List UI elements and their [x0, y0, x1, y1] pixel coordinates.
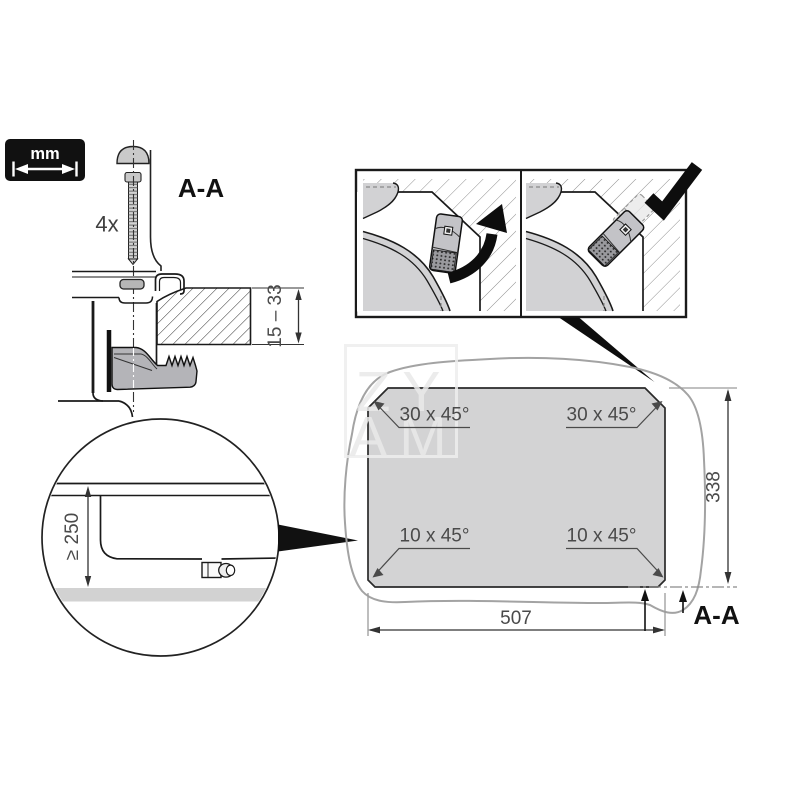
detail-pointer-arrow-icon — [278, 524, 358, 552]
double-arrow-icon — [12, 161, 78, 177]
worktop-outline — [343, 356, 706, 614]
shelf-strip — [43, 588, 278, 602]
fastening-clamp-section — [106, 330, 198, 392]
dimension-width: 507 — [367, 593, 666, 636]
chamfer-label-top-right: 30 x 45° — [567, 405, 637, 426]
step-panel-2 — [521, 182, 655, 312]
scale-unit-label: mm — [30, 145, 59, 163]
min-depth-value: ≥ 250 — [62, 513, 83, 560]
cutout-drawing: ZY AM 30 x 45° 30 x 45° 10 x 45° 10 x 45… — [343, 344, 740, 636]
chamfer-label-bottom-left: 10 x 45° — [400, 526, 470, 547]
step-panel-1 — [357, 182, 507, 312]
cutout-height-value: 338 — [704, 471, 725, 503]
cutout-width-value: 507 — [500, 608, 532, 629]
section-mark-a-a: A-A — [628, 586, 740, 631]
section-view-title: A-A — [178, 173, 224, 203]
screw-count-label: 4x — [95, 212, 118, 237]
chamfer-label-bottom-right: 10 x 45° — [567, 526, 637, 547]
cutout-shape — [367, 387, 666, 588]
section-mark-label: A-A — [693, 600, 739, 630]
section-view-a-a: A-A 4x — [58, 140, 304, 418]
sink-edge-profile-line — [149, 150, 162, 271]
dimension-min-depth: ≥ 250 — [62, 486, 92, 587]
countertop-hatch — [156, 287, 252, 346]
install-step-panels — [354, 162, 703, 382]
panel-pointer-arrow-icon — [559, 317, 655, 382]
drain-fitting — [201, 561, 236, 579]
watermark: ZY AM — [344, 344, 459, 469]
detail-circle-content — [43, 482, 278, 602]
watermark-line2: AM — [349, 405, 459, 469]
watermark-line1: ZY — [356, 360, 453, 424]
dimension-height: 338 — [669, 387, 737, 584]
detail-circle-view: ≥ 250 — [41, 418, 358, 657]
counter-thickness-value: 15 – 33 — [265, 284, 286, 347]
chamfer-leaders — [372, 401, 664, 578]
checkmark-icon — [644, 162, 703, 221]
chamfer-label-top-left: 30 x 45° — [400, 405, 470, 426]
dimension-counter-thickness: 15 – 33 — [252, 284, 304, 348]
scale-badge: mm — [5, 139, 85, 181]
rotate-arrow-icon — [447, 204, 507, 284]
bowl-wall-lines — [58, 301, 134, 418]
